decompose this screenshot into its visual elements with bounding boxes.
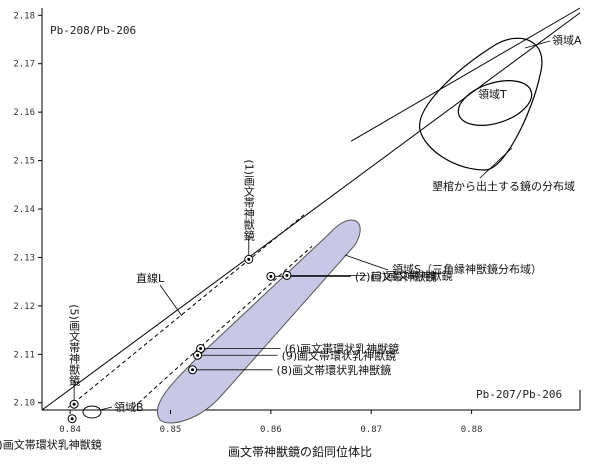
region-a-label: 領域A bbox=[552, 33, 582, 47]
points-layer: (1)画文帯神獣鏡 (2)画文帯神獣鏡(3)画文帯神獣鏡 (5)画文帯神獣鏡 (6)画… bbox=[0, 159, 453, 451]
point-label: (1)画文帯神獣鏡 bbox=[242, 159, 255, 241]
region-a-leader bbox=[524, 40, 551, 49]
region-b bbox=[82, 405, 102, 419]
series-line-3 bbox=[133, 245, 313, 408]
y-tick-label: 2.18 bbox=[13, 11, 35, 21]
point-label: (8)画文帯環状乳神獣鏡 bbox=[277, 363, 392, 377]
y-tick-label: 2.15 bbox=[13, 157, 35, 167]
series-line-2 bbox=[67, 214, 305, 408]
x-tick-label: 0.84 bbox=[59, 425, 81, 435]
lines-layer bbox=[41, 7, 581, 411]
region-a bbox=[419, 37, 543, 171]
series-line-4 bbox=[350, 7, 581, 142]
point-label: (9)画文帯環状乳神獣鏡 bbox=[282, 348, 397, 362]
y-axis-title: Pb-208/Pb-206 bbox=[50, 24, 136, 37]
region-b-label: 領域B bbox=[114, 400, 144, 414]
x-tick-label: 0.85 bbox=[160, 425, 182, 435]
line-l-label: 直線L bbox=[136, 271, 165, 285]
region-s bbox=[156, 219, 361, 424]
point-label: (5)画文帯神獣鏡 bbox=[68, 304, 81, 386]
data-point-center bbox=[196, 353, 200, 357]
ticks-layer: 2.10 2.11 2.12 2.13 2.14 2.15 2.16 2.17 2.18 0.84… bbox=[13, 11, 482, 435]
point-label: (3)画文帯神獣鏡 bbox=[371, 268, 453, 282]
data-point-center bbox=[247, 257, 251, 261]
data-point-center bbox=[70, 417, 74, 421]
data-point-center bbox=[191, 368, 195, 372]
y-tick-label: 2.11 bbox=[13, 350, 35, 360]
region-s-label: 領域S（三角縁神獣鏡分布域） bbox=[392, 262, 542, 276]
data-point-center bbox=[72, 402, 76, 406]
burial-annotation: 墾棺から出土する鏡の分布域 bbox=[432, 179, 575, 193]
point-label: (2)画文帯神獣鏡 bbox=[355, 269, 437, 283]
point-label: (7)画文帯環状乳神獣鏡 bbox=[0, 438, 102, 452]
x-tick-label: 0.87 bbox=[360, 425, 382, 435]
y-tick-label: 2.12 bbox=[13, 302, 35, 312]
burial-annotation-leader bbox=[479, 147, 513, 179]
region-t-label: 領域T bbox=[478, 87, 507, 101]
x-tick-label: 0.88 bbox=[461, 425, 483, 435]
line-l-leader bbox=[159, 284, 183, 317]
x-tick-label: 0.86 bbox=[260, 425, 282, 435]
data-point-center bbox=[285, 273, 289, 277]
series-line-1 bbox=[41, 12, 581, 411]
region-t bbox=[457, 80, 533, 126]
y-tick-label: 2.14 bbox=[13, 205, 35, 215]
regions-layer bbox=[82, 37, 543, 424]
bottom-caption: 画文帯神獣鏡の鉛同位体比 bbox=[228, 444, 372, 459]
data-point-center bbox=[199, 346, 203, 350]
y-tick-label: 2.10 bbox=[13, 399, 35, 409]
y-tick-label: 2.13 bbox=[13, 253, 35, 263]
y-tick-label: 2.16 bbox=[13, 108, 35, 118]
x-axis-title: Pb-207/Pb-206 bbox=[476, 388, 562, 401]
region-b-leader bbox=[99, 406, 113, 411]
data-point-center bbox=[269, 274, 273, 278]
point-label: (6)画文帯環状乳神獣鏡 bbox=[285, 341, 400, 355]
y-tick-label: 2.17 bbox=[13, 60, 35, 70]
region-s-leader bbox=[344, 254, 389, 271]
